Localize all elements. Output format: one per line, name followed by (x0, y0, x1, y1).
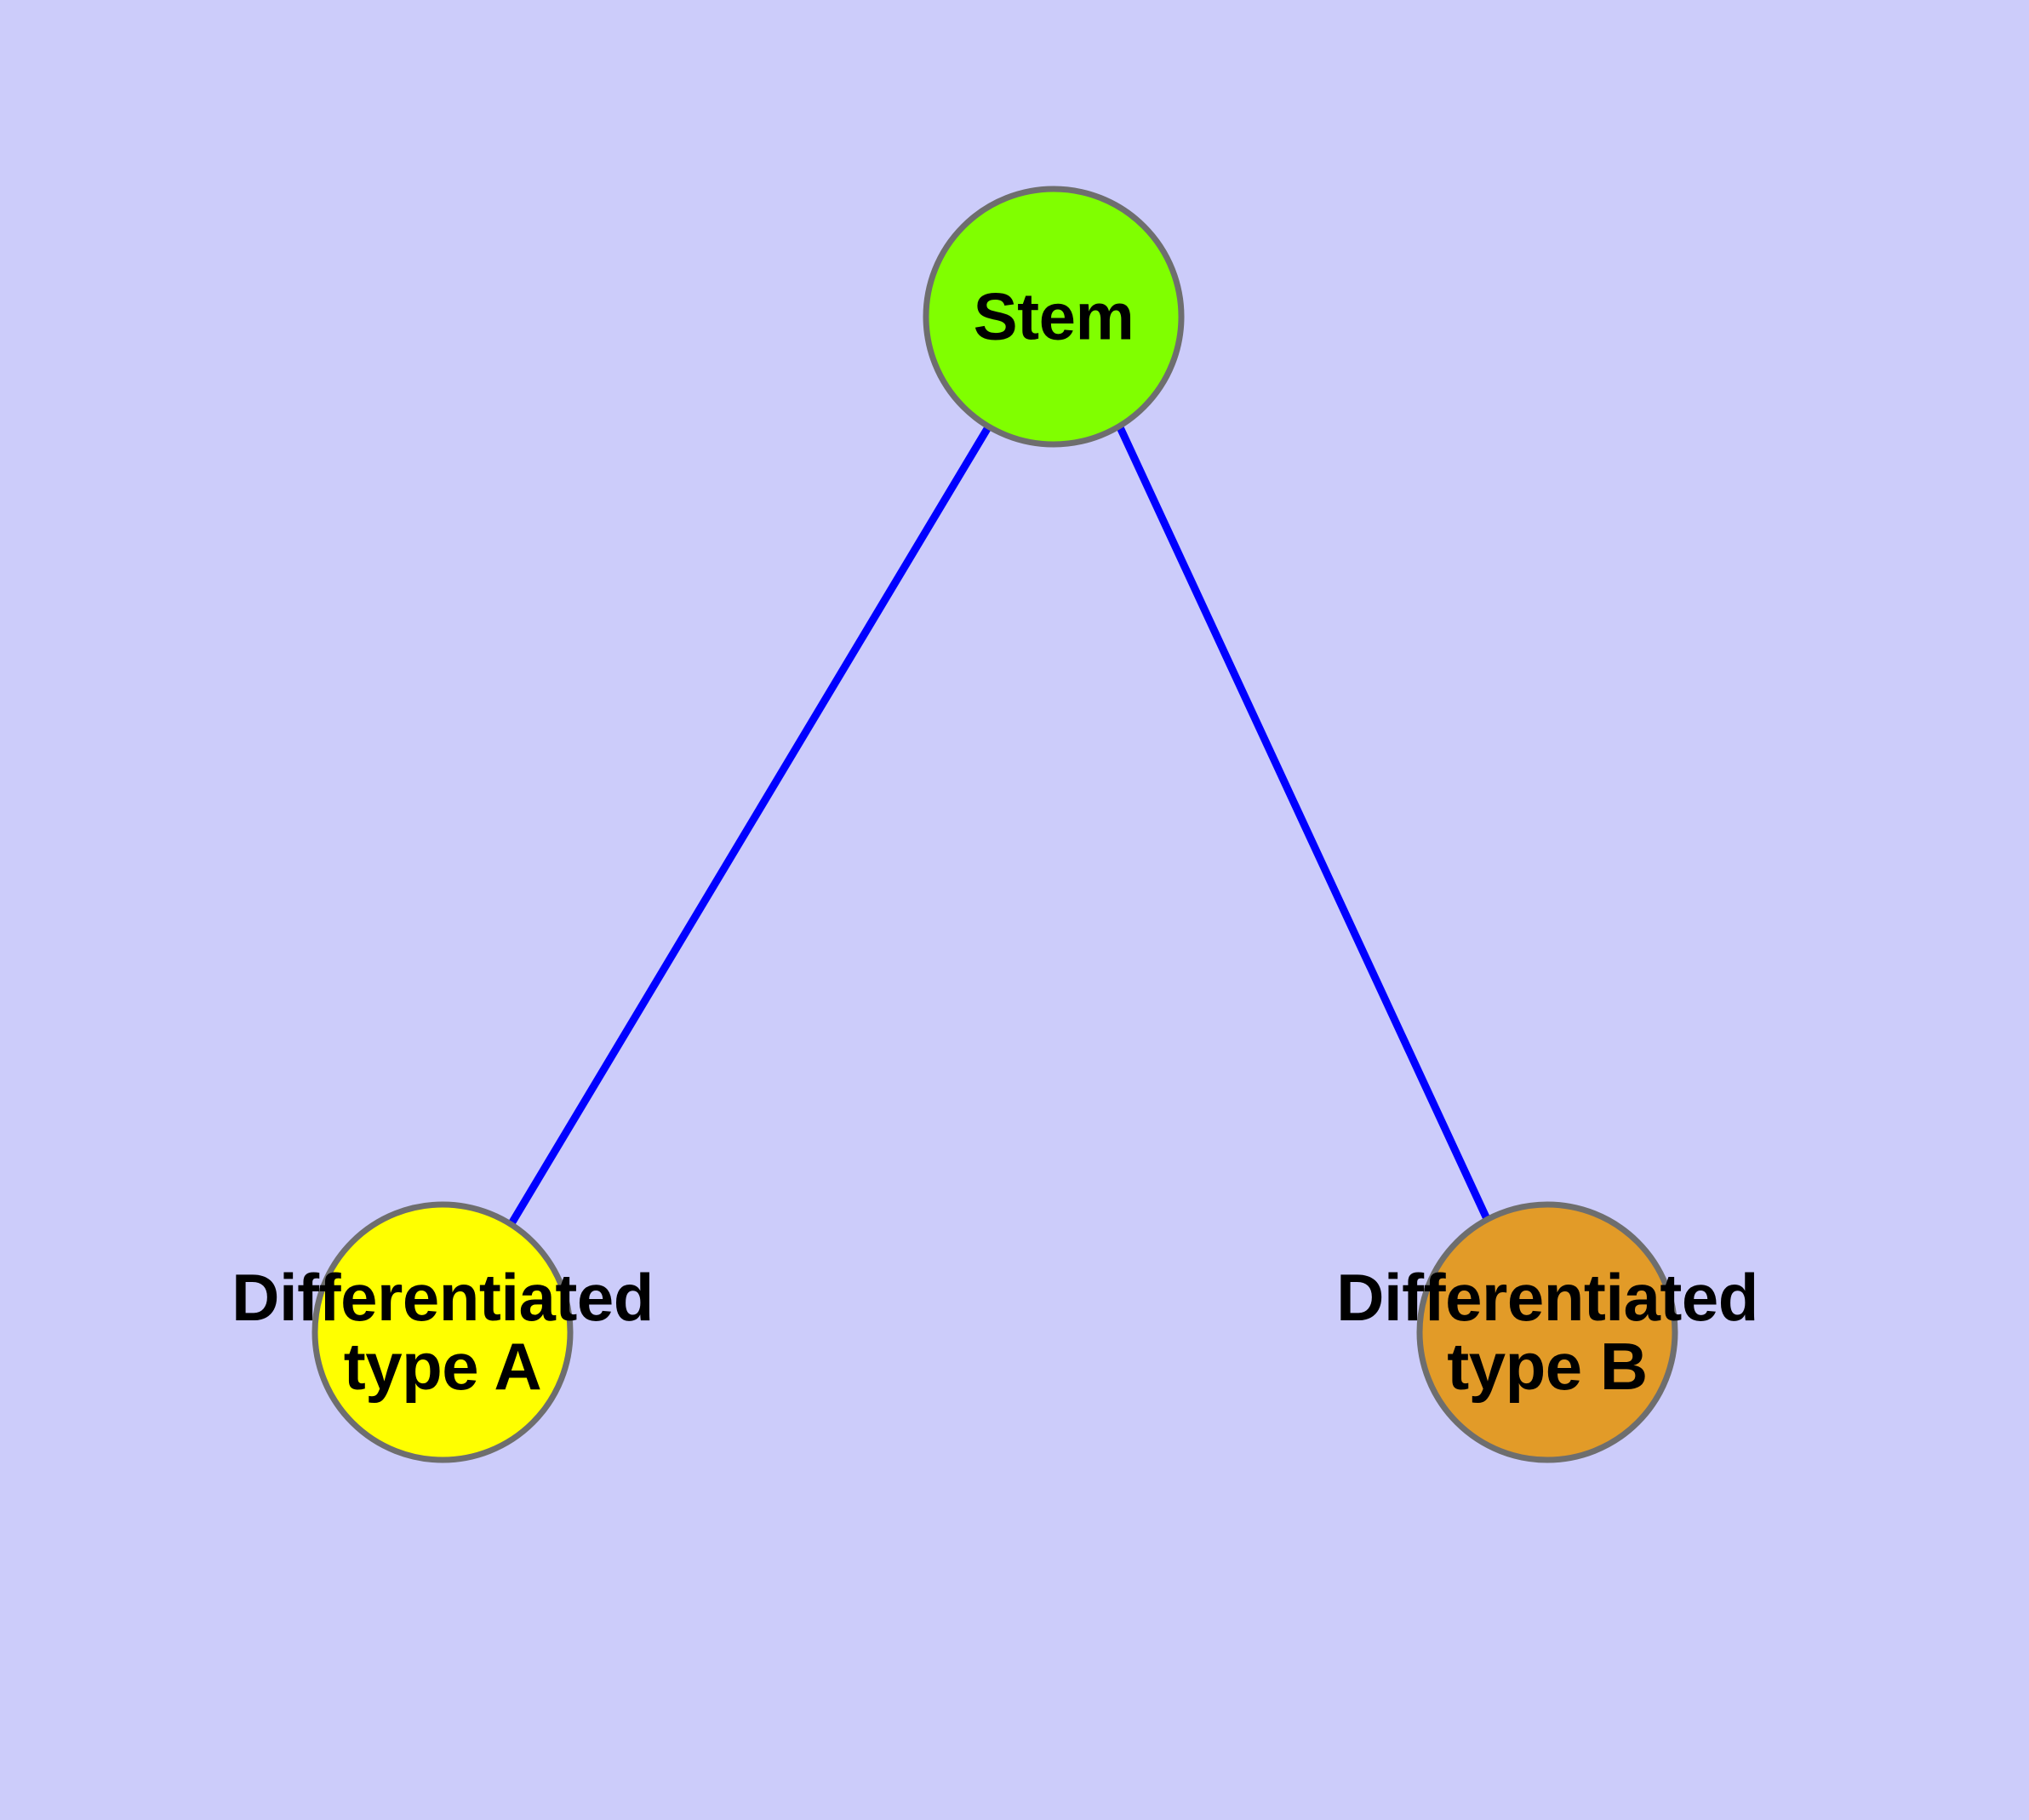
node-circle-diff-b[interactable] (1416, 1201, 1678, 1463)
node-circle-stem[interactable] (923, 186, 1185, 448)
edge-layer (507, 425, 1492, 1228)
edge-stem-to-diff-a[interactable] (507, 425, 992, 1228)
edge-stem-to-diff-b[interactable] (1116, 426, 1492, 1222)
node-layer (311, 186, 1678, 1463)
node-circle-diff-a[interactable] (311, 1201, 574, 1463)
